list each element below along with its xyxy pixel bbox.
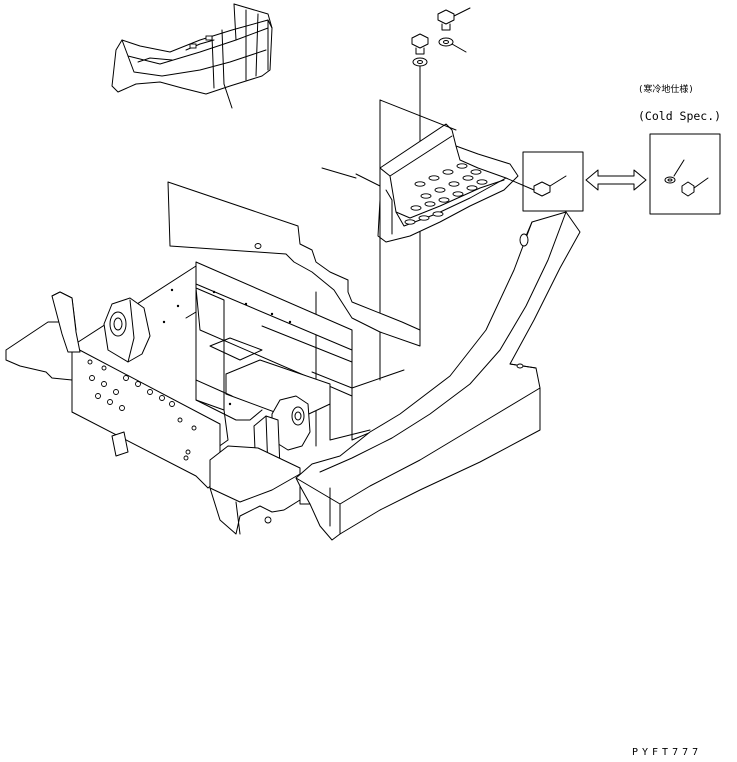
step-assembly — [321, 123, 519, 243]
drawing-code: PYFT777 — [632, 747, 703, 758]
detail-box-standard — [505, 151, 584, 212]
upper-cover-part — [111, 3, 273, 95]
cold-spec-label: (Cold Spec.) — [638, 109, 722, 123]
step-tread-holes — [404, 163, 488, 225]
curved-side-rail — [295, 211, 581, 541]
detail-box-cold-spec — [649, 133, 721, 215]
washer-top-right — [438, 37, 467, 53]
frame-side-holes — [87, 359, 197, 455]
main-frame — [5, 261, 421, 535]
washer-top-left — [412, 57, 428, 67]
double-arrow-icon — [585, 169, 647, 191]
engine-mount-left — [103, 297, 151, 363]
step-mount-plane — [379, 99, 457, 131]
cold-spec-label-jp: (寒冷地仕様) — [638, 85, 694, 95]
engine-mount-right — [271, 395, 311, 451]
hex-bolt-top-left — [411, 33, 429, 55]
leader-line-cover — [223, 83, 233, 109]
hex-bolt-top-right — [437, 7, 471, 31]
large-floor-panel — [167, 181, 421, 347]
